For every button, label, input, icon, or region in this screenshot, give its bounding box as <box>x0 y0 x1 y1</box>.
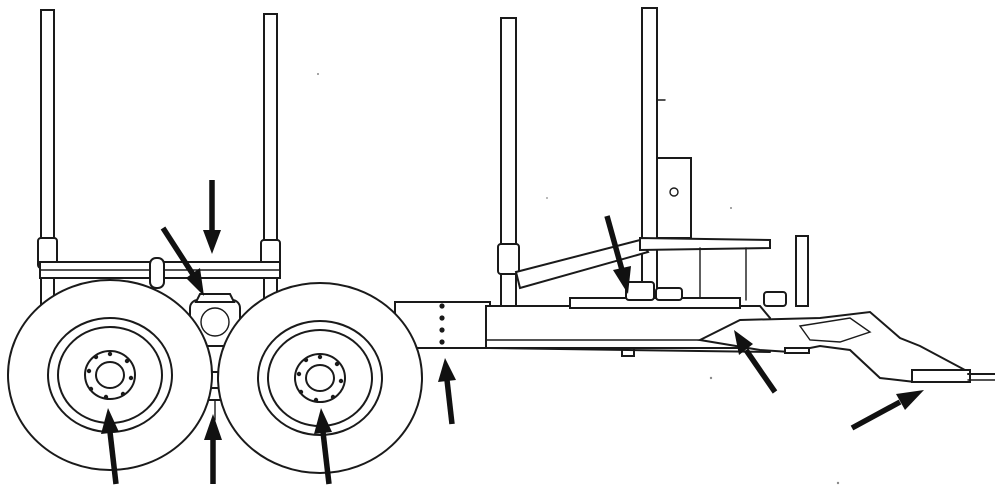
frame-plate-bolts <box>439 303 445 345</box>
arrow-frame-underside <box>734 330 778 394</box>
arrow-rear-bunk <box>203 180 221 254</box>
arrow-hitch <box>850 390 924 431</box>
rear-bunk <box>39 257 281 289</box>
arrow-axle-bottom <box>204 414 222 484</box>
front-wheel <box>217 282 423 474</box>
arrow-rear-hub <box>101 408 119 485</box>
control-box <box>656 99 692 239</box>
drawbar <box>696 310 995 384</box>
front-stake-left <box>497 17 520 341</box>
rear-wheel <box>7 279 213 471</box>
arrow-axle-top <box>160 226 204 296</box>
arrow-boom-pivot <box>604 215 631 294</box>
scan-specks <box>317 73 840 485</box>
arrow-frame-plate <box>438 358 456 425</box>
rear-stake-left <box>37 9 58 311</box>
front-stake-right <box>641 7 658 301</box>
arrow-front-hub <box>314 408 332 485</box>
